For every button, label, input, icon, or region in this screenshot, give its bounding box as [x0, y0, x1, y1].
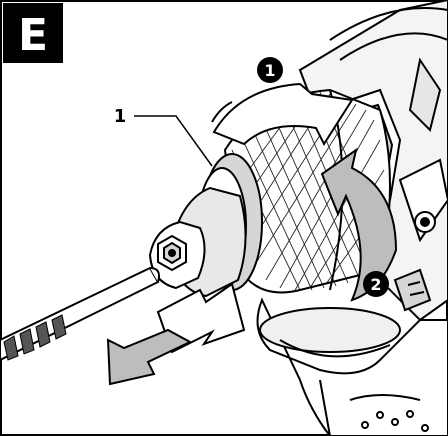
step-number-2: 2: [370, 275, 381, 294]
step-badge-2: 2: [363, 271, 389, 297]
step-badge-1: 1: [257, 57, 283, 83]
chuck-nose: [148, 220, 206, 290]
insert-arrow-icon: [156, 282, 246, 354]
drill-bit-icon: [0, 266, 160, 362]
panel-letter: E: [18, 10, 48, 61]
remove-arrow-icon: [106, 328, 193, 386]
callout-part-1: 1: [114, 106, 213, 167]
drill-handle: [256, 297, 448, 436]
step-number-1: 1: [264, 61, 275, 80]
panel-letter-badge: E: [3, 3, 63, 63]
callout-label: 1: [114, 106, 127, 127]
leader-line: [134, 115, 213, 167]
rotate-arrow-icon: [211, 82, 354, 147]
